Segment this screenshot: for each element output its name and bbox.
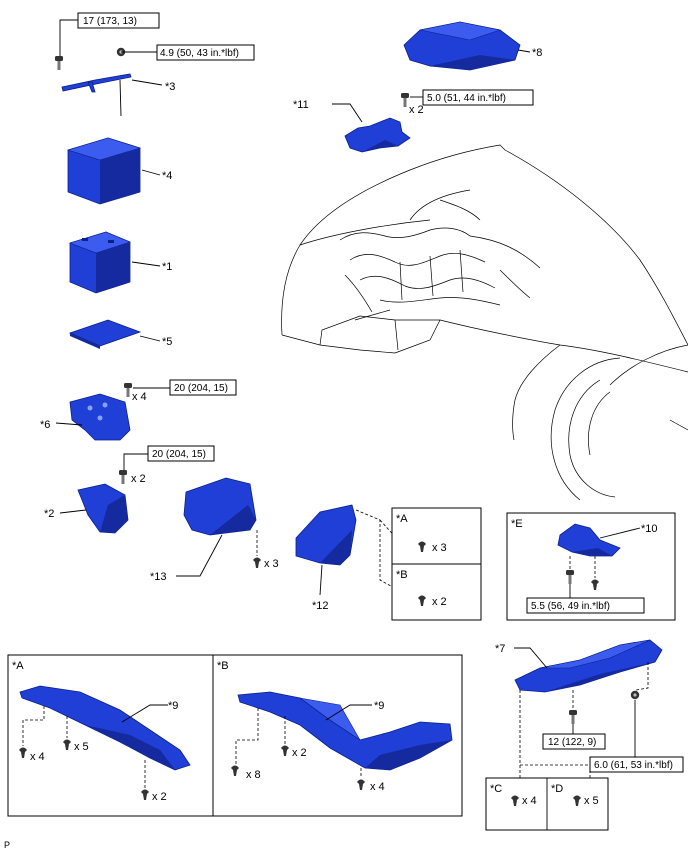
qty-detail-a-2: x 2: [152, 791, 167, 803]
part-6-battery-carrier: [55, 383, 170, 441]
label-part-3: *3: [165, 81, 175, 93]
label-part-1: *1: [162, 261, 172, 273]
box-label-c: *C: [490, 783, 502, 795]
torque-5-0: 5.0 (51, 44 in.*lbf): [427, 93, 506, 104]
part-8-engine-cover: [403, 21, 531, 71]
vehicle-outline: [281, 144, 688, 501]
torque-20-a: 20 (204, 15): [174, 383, 228, 394]
qty-detail-a-4: x 4: [30, 751, 45, 763]
torque-box-5-5: [526, 597, 645, 614]
torque-box-5-0: [422, 89, 534, 106]
label-part-10: *10: [641, 523, 658, 535]
box-label-a: *A: [396, 513, 408, 525]
qty-detail-b-2: x 2: [292, 747, 307, 759]
torque-box-12: [542, 733, 606, 750]
part-5-battery-tray-pad: [68, 319, 161, 349]
part-2-battery-bracket: [59, 453, 148, 534]
label-part-6: *6: [40, 419, 50, 431]
qty-box-a: x 3: [432, 542, 447, 554]
detail-label-a: *A: [12, 660, 24, 672]
label-part-8: *8: [532, 47, 542, 59]
box-label-e: *E: [511, 518, 523, 530]
qty-part-11: x 2: [409, 104, 424, 116]
label-part-12: *12: [312, 600, 329, 612]
label-part-5: *5: [162, 336, 172, 348]
torque-box-20-b: [147, 445, 215, 462]
qty-box-b: x 2: [432, 596, 447, 608]
detail-box-a: [7, 654, 214, 817]
torque-box-4-9: [156, 44, 255, 61]
torque-box-6-0: [589, 756, 684, 773]
label-part-13: *13: [150, 571, 167, 583]
part-1-battery: [69, 231, 161, 294]
detail-label-b: *B: [217, 660, 229, 672]
detail-box-b: [212, 654, 463, 817]
qty-box-d: x 5: [584, 795, 599, 807]
label-part-11: *11: [293, 99, 309, 111]
qty-detail-b-8: x 8: [246, 769, 261, 781]
part-3-battery-clamp: [55, 19, 163, 117]
qty-detail-b-4: x 4: [370, 781, 385, 793]
qty-part-13: x 3: [264, 558, 279, 570]
qty-part-2: x 2: [131, 473, 146, 485]
torque-6-0: 6.0 (61, 53 in.*lbf): [594, 760, 673, 771]
part-7-engine-under-cover-rh: [514, 639, 663, 790]
label-part-2: *2: [44, 508, 54, 520]
torque-5-5: 5.5 (56, 49 in.*lbf): [531, 601, 610, 612]
box-label-d: *D: [551, 783, 563, 795]
fastener-reference-box-cd: [485, 777, 609, 831]
qty-detail-a-5: x 5: [74, 741, 89, 753]
part-12-engine-under-cover: [295, 504, 399, 596]
qty-box-c: x 4: [522, 795, 537, 807]
box-label-b: *B: [396, 569, 408, 581]
torque-12: 12 (122, 9): [548, 737, 596, 748]
label-part-9-a: *9: [168, 700, 178, 712]
qty-part-6: x 4: [132, 391, 147, 403]
torque-17: 17 (173, 13): [83, 16, 137, 27]
part-4-battery-insulator: [66, 137, 161, 205]
figure-code: P: [4, 840, 10, 850]
torque-20-b: 20 (204, 15): [152, 449, 206, 460]
torque-4-9: 4.9 (50, 43 in.*lbf): [160, 48, 239, 59]
part-13-front-fender-liner: [176, 477, 261, 577]
label-part-7: *7: [495, 643, 505, 655]
label-part-4: *4: [162, 170, 172, 182]
fastener-reference-box-ab: [391, 507, 482, 621]
torque-box-17: [77, 12, 160, 29]
part-11-washer-reservoir: [332, 93, 423, 153]
torque-box-20-a: [169, 379, 237, 396]
label-part-9-b: *9: [374, 700, 384, 712]
